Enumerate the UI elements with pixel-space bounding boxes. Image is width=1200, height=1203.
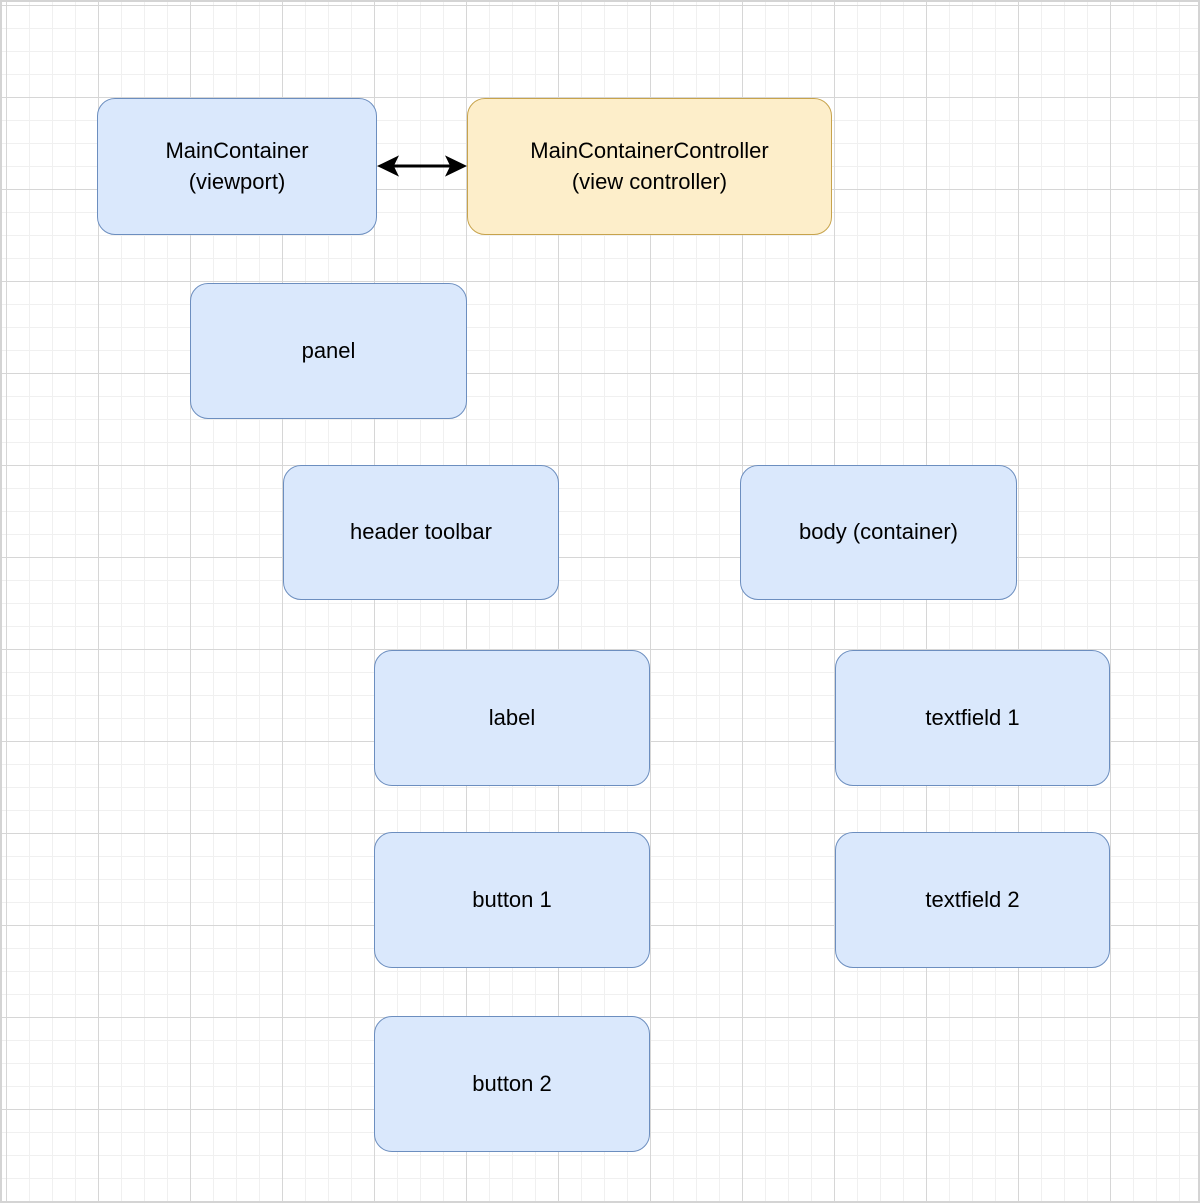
node-label-widget[interactable]: label bbox=[374, 650, 650, 786]
arrowhead-left-icon bbox=[377, 155, 399, 177]
node-label: MainContainer (viewport) bbox=[165, 137, 309, 194]
node-label: body (container) bbox=[799, 519, 958, 545]
node-header-toolbar[interactable]: header toolbar bbox=[283, 465, 559, 600]
node-label: MainContainerController (view controller… bbox=[530, 137, 769, 194]
node-label: textfield 1 bbox=[925, 704, 1020, 730]
node-label: label bbox=[488, 704, 536, 730]
arrowhead-right-icon bbox=[445, 155, 467, 177]
node-label: header toolbar bbox=[350, 519, 492, 545]
node-body-container[interactable]: body (container) bbox=[740, 465, 1017, 600]
node-label: button 2 bbox=[472, 1070, 552, 1096]
node-label: textfield 2 bbox=[925, 886, 1020, 912]
node-label: panel bbox=[301, 337, 356, 363]
node-label: button 1 bbox=[472, 886, 552, 912]
node-button-1[interactable]: button 1 bbox=[374, 832, 650, 968]
node-textfield-1[interactable]: textfield 1 bbox=[835, 650, 1110, 786]
node-main-container-controller[interactable]: MainContainerController (view controller… bbox=[467, 98, 832, 235]
node-main-container[interactable]: MainContainer (viewport) bbox=[97, 98, 377, 235]
node-textfield-2[interactable]: textfield 2 bbox=[835, 832, 1110, 968]
node-button-2[interactable]: button 2 bbox=[374, 1016, 650, 1152]
bidirectional-arrow[interactable] bbox=[373, 148, 471, 184]
node-panel[interactable]: panel bbox=[190, 283, 467, 419]
